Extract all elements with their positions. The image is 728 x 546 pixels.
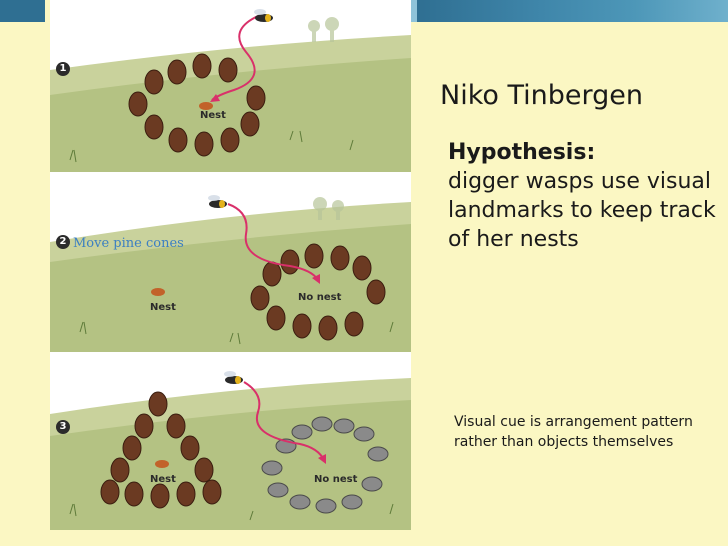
experiment-panel-3: 3 Nest No nest xyxy=(50,364,411,530)
grass xyxy=(69,130,354,163)
wasp-icon xyxy=(254,9,273,22)
top-bar-segment xyxy=(417,0,728,22)
top-bar-segment xyxy=(45,0,50,22)
arrowhead xyxy=(312,274,320,284)
top-bar-segment xyxy=(411,0,417,22)
nest-hole xyxy=(151,288,165,296)
experiment-panel-1: 1 Nest xyxy=(50,0,411,172)
wasp-flight-path xyxy=(243,381,325,461)
tree-silhouette xyxy=(313,197,344,220)
tree-silhouette xyxy=(308,17,339,42)
hypothesis-body: digger wasps use visual landmarks to kee… xyxy=(448,169,716,252)
nest-label: Nest xyxy=(150,474,176,485)
grass xyxy=(79,321,394,345)
tinbergen-experiment-figure: 1 Nest xyxy=(50,0,411,530)
step-number-1: 1 xyxy=(56,62,70,76)
wasp-icon xyxy=(208,195,227,208)
top-bar-segment xyxy=(0,0,45,22)
wasp-icon xyxy=(224,371,243,384)
no-nest-label: No nest xyxy=(314,474,358,485)
step-number-2: 2 xyxy=(56,235,70,249)
nest-hole xyxy=(199,102,213,110)
panel-3-illustration xyxy=(50,371,411,530)
pine-cone-triangle xyxy=(100,391,222,509)
wasp-flight-path xyxy=(227,203,319,281)
visual-cue-note: Visual cue is arrangement pattern rather… xyxy=(454,414,693,450)
pine-cone-ring xyxy=(128,53,266,157)
no-nest-label: No nest xyxy=(298,292,342,303)
experiment-panel-2: 2 Nest No nest xyxy=(50,182,411,352)
nest-label: Nest xyxy=(150,302,176,313)
top-accent-bar xyxy=(0,0,728,22)
move-pine-cones-label: Move pine cones xyxy=(73,236,184,251)
panel-2-illustration xyxy=(50,195,411,352)
arrowhead xyxy=(318,454,326,464)
wasp-flight-path xyxy=(211,15,259,101)
nest-hole xyxy=(155,460,169,468)
nest-label: Nest xyxy=(200,110,226,121)
stone-ring xyxy=(261,416,389,514)
slide-title: Niko Tinbergen xyxy=(440,80,643,111)
hypothesis-block: Hypothesis: digger wasps use visual land… xyxy=(448,138,720,254)
panel-1-illustration xyxy=(50,9,411,172)
hypothesis-heading: Hypothesis: xyxy=(448,140,596,165)
step-number-3: 3 xyxy=(56,420,70,434)
pine-cone-ring xyxy=(250,243,386,341)
grass xyxy=(69,503,394,521)
arrowhead xyxy=(210,94,220,102)
